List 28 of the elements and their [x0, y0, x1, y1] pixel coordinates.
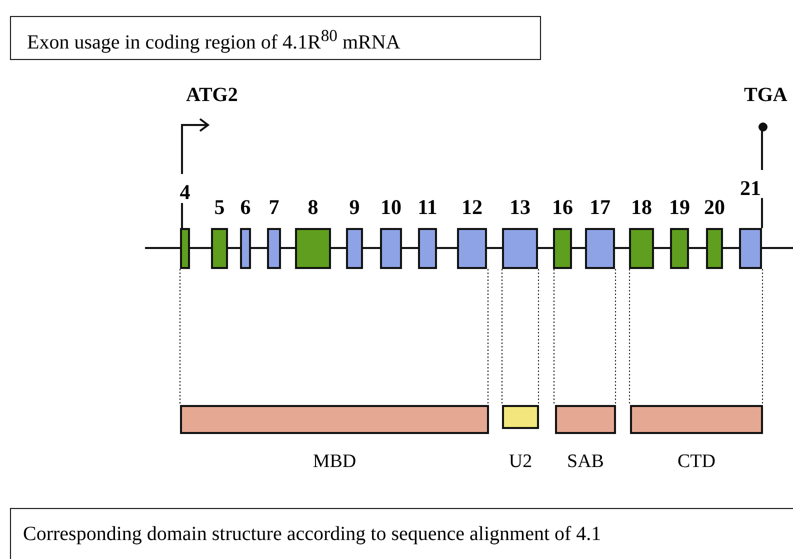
domain-label: MBD — [312, 452, 356, 471]
exon-number: 8 — [308, 197, 318, 218]
caption-box: Corresponding domain structure according to sequence alignment of 4.1 — [10, 508, 793, 559]
exon-number: 19 — [669, 197, 690, 218]
codon-label: TGA — [744, 84, 788, 107]
exon-number: 20 — [704, 197, 725, 218]
exon-number: 6 — [240, 197, 251, 218]
exon-number: 21 — [740, 178, 761, 199]
exon-number: 4 — [180, 182, 190, 203]
exon-number: 18 — [631, 197, 652, 218]
alignment-line — [629, 268, 630, 406]
alignment-line — [762, 268, 763, 406]
exon-number: 5 — [214, 197, 225, 218]
alignment-line — [615, 268, 616, 406]
alignment-line — [538, 268, 539, 406]
exon-number: 16 — [552, 197, 573, 218]
exon-number: 12 — [462, 197, 482, 218]
domain-label: U2 — [508, 452, 532, 471]
exon-number: 17 — [590, 197, 610, 218]
codon-label: ATG2 — [186, 84, 238, 107]
exon-number: 10 — [380, 197, 402, 218]
title-box: Exon usage in coding region of 4.1R$^{80}$ mRNA — [10, 16, 541, 60]
exon-number: 11 — [418, 197, 438, 218]
domain-label: CTD — [678, 452, 716, 471]
domain-label: SAB — [567, 452, 604, 471]
exon-number: 7 — [268, 197, 280, 218]
exon-number: 9 — [349, 197, 360, 218]
exon-number: 13 — [510, 197, 530, 218]
